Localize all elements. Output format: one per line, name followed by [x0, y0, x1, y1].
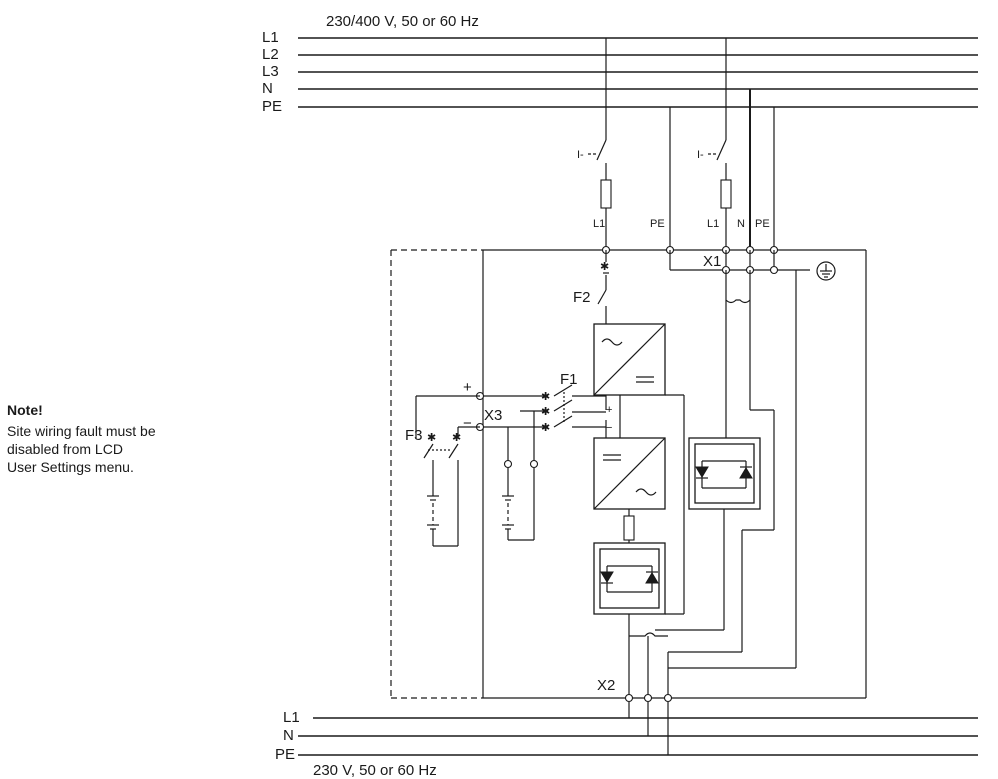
svg-text:✱: ✱ [600, 261, 609, 273]
dc-minus-small: − [606, 422, 612, 434]
bottom-line-label-n: N [283, 727, 294, 744]
top-supply-label: 230/400 V, 50 or 60 Hz [326, 13, 479, 30]
right-l1-label: L1 [707, 218, 719, 230]
x2-terminal-n [643, 693, 653, 703]
svg-text:✱: ✱ [452, 432, 461, 444]
note-title: Note! [7, 402, 43, 418]
battery-plus-label: + [463, 379, 472, 396]
left-feed-fuse [600, 179, 612, 209]
f1-breaker: ✱ ✱ ✱ [480, 384, 606, 434]
left-l1-label: L1 [593, 218, 605, 230]
static-switch-bypass [688, 437, 761, 510]
bottom-line-label-pe: PE [275, 746, 295, 763]
bottom-line-label-l1: L1 [283, 709, 300, 726]
x1-label: X1 [703, 253, 721, 270]
f2-label: F2 [573, 289, 591, 306]
svg-text:✱: ✱ [427, 432, 436, 444]
x2-terminal-l1 [624, 693, 634, 703]
x3-label: X3 [484, 407, 502, 424]
external-battery: ✱ ✱ [415, 395, 480, 547]
top-line-label-l3: L3 [262, 63, 279, 80]
svg-text:✱: ✱ [541, 422, 550, 434]
rectifier-box [593, 323, 666, 396]
f2-breaker: ✱ [597, 250, 609, 324]
right-feed-fuse [720, 179, 732, 209]
external-battery-frame [390, 249, 483, 699]
dc-plus-small: + [606, 404, 612, 416]
inverter-box [593, 437, 666, 510]
note-line-2: disabled from LCD [7, 441, 123, 457]
svg-text:✱: ✱ [541, 391, 550, 403]
svg-text:✱: ✱ [541, 406, 550, 418]
enclosure [482, 249, 867, 699]
left-switch-label: I- [577, 149, 584, 161]
f1-label: F1 [560, 371, 578, 388]
top-line-label-pe: PE [262, 98, 282, 115]
note-line-3: User Settings menu. [7, 459, 134, 475]
x2-terminal-pe [663, 693, 673, 703]
right-n-label: N [737, 218, 745, 230]
x2-label: X2 [597, 677, 615, 694]
left-feed [588, 38, 612, 250]
inverter-output-fuse [623, 515, 635, 541]
static-switch-inverter [593, 542, 666, 615]
top-line-label-n: N [262, 80, 273, 97]
right-feed [708, 38, 732, 250]
top-line-label-l1: L1 [262, 29, 279, 46]
earth-ground-icon [816, 261, 836, 281]
battery-minus-label: − [463, 415, 472, 432]
bottom-supply-label: 230 V, 50 or 60 Hz [313, 762, 437, 779]
bottom-supply-bus [298, 717, 978, 756]
note-line-1: Site wiring fault must be [7, 423, 156, 439]
top-line-label-l2: L2 [262, 46, 279, 63]
internal-battery [502, 411, 539, 541]
left-pe-label: PE [650, 218, 665, 230]
top-supply-bus [298, 37, 978, 108]
right-switch-label: I- [697, 149, 704, 161]
f3-label: F3 [405, 427, 423, 444]
right-pe-label: PE [755, 218, 770, 230]
